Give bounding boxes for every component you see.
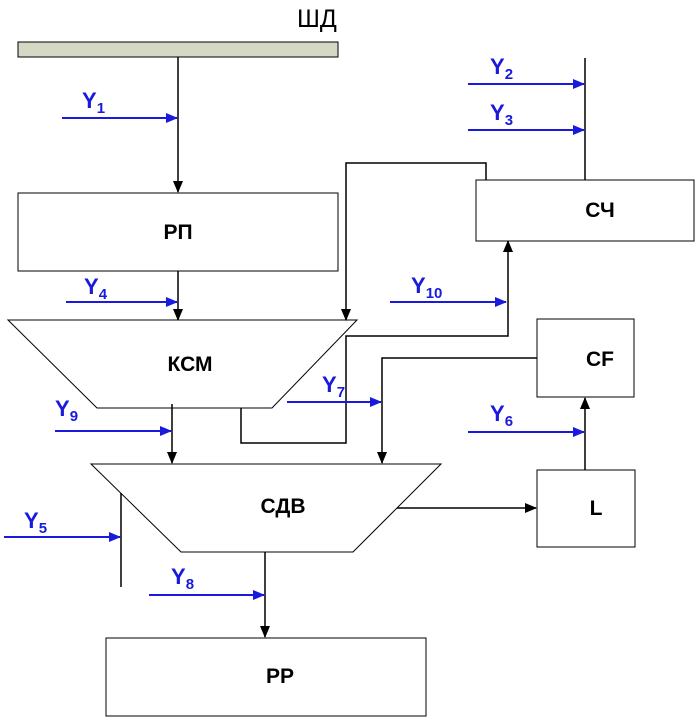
y2-label: Y2: [490, 54, 513, 83]
l-label: L: [590, 497, 603, 520]
y3-label: Y3: [490, 100, 513, 129]
y10-label: Y10: [411, 273, 442, 302]
ksm-to-sch-line: [240, 240, 513, 444]
y4-label: Y4: [84, 274, 108, 303]
y9-label: Y9: [55, 396, 78, 425]
rp-block: [17, 192, 339, 272]
sch-to-ksm-line: [341, 162, 487, 321]
y6-label: Y6: [490, 401, 513, 430]
cf-label: CF: [586, 348, 614, 371]
rp-label: РП: [163, 221, 192, 244]
y5-label: Y5: [24, 508, 47, 537]
rr-label: РР: [266, 665, 294, 688]
sch-label: СЧ: [585, 199, 614, 222]
l-block: [536, 469, 636, 548]
cf-to-sdv-line: [377, 357, 537, 464]
cf-block: [536, 318, 635, 398]
sdv-block: [89, 463, 443, 553]
y7-label: Y7: [322, 372, 345, 401]
y8-label: Y8: [171, 564, 194, 593]
sdv-label: СДВ: [260, 495, 305, 518]
y1-label: Y1: [82, 88, 105, 117]
sch-block: [475, 179, 695, 242]
data-bus-label: ШД: [297, 5, 337, 33]
rr-block: [105, 637, 427, 717]
ksm-block: [6, 319, 359, 409]
data-bus: [17, 41, 339, 58]
ksm-label: КСМ: [168, 353, 213, 376]
